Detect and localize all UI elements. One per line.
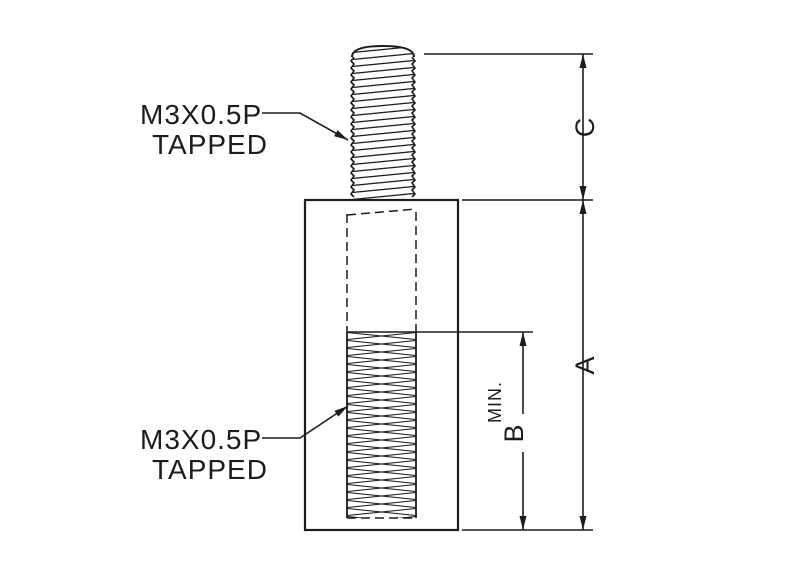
callout-top-tapped-label: TAPPED xyxy=(152,129,268,160)
stud-left-thread-edge xyxy=(349,56,356,198)
callout-bottom-tapped-label: TAPPED xyxy=(152,454,268,485)
extension-lines xyxy=(424,53,593,531)
leader-lines xyxy=(262,112,349,439)
leader-top-callout xyxy=(262,112,349,141)
leader-bottom-callout xyxy=(262,405,349,439)
hidden-counterbore-line xyxy=(346,208,417,216)
internal-thread-hatch xyxy=(347,332,416,518)
dimension-label-min: MIN. xyxy=(485,381,505,423)
callout-bottom-thread-spec: M3X0.5P xyxy=(140,424,262,455)
stud-right-thread-edge xyxy=(410,56,417,198)
dimension-label-a: A xyxy=(570,355,600,374)
dimension-label-b-mask xyxy=(510,414,536,452)
callout-top-thread-spec: M3X0.5P xyxy=(140,99,262,130)
stud-dome-outline xyxy=(351,44,415,58)
dimension-label-c: C xyxy=(570,117,600,138)
dimension-label-b: B xyxy=(499,423,529,442)
stud-thread-hatch xyxy=(352,46,414,200)
external-threaded-stud xyxy=(349,44,417,200)
standoff-body xyxy=(303,198,533,532)
